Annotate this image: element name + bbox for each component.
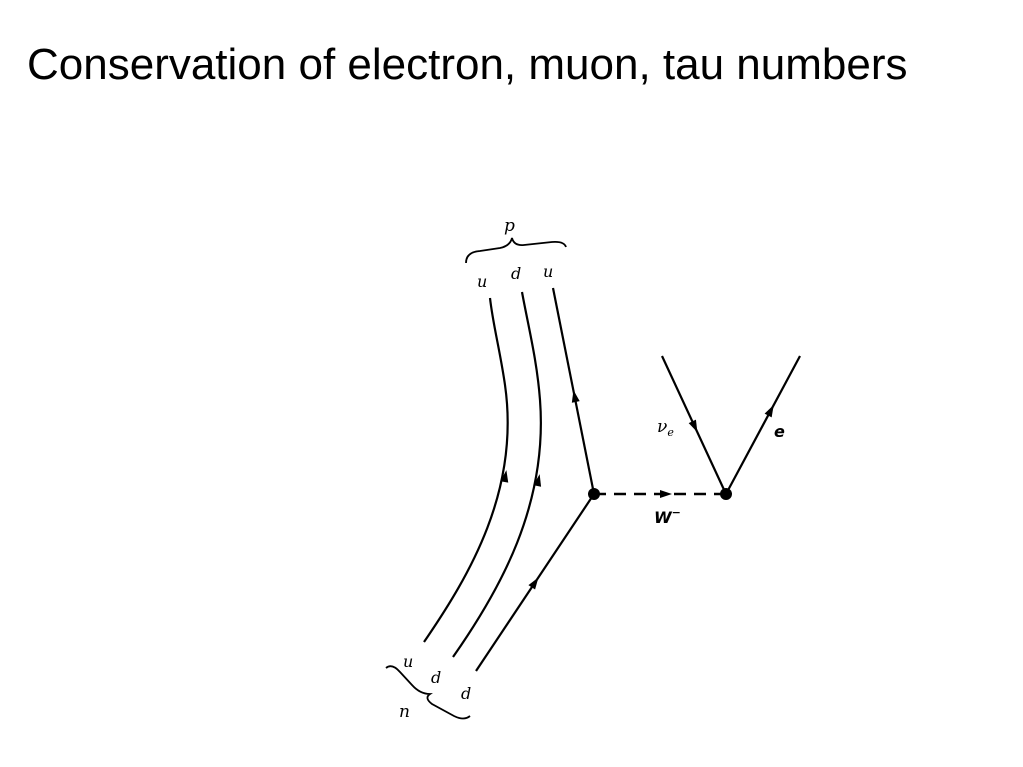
quark-line-u-spectator <box>423 297 509 643</box>
electron-line <box>725 355 801 495</box>
neutrino-subscript: e <box>667 426 674 439</box>
proton-label: p <box>504 216 515 236</box>
neutron-label: n <box>399 702 410 722</box>
proton-quark-label: u <box>543 262 553 281</box>
electron-label: e <box>774 422 785 441</box>
arrowheads <box>500 390 774 590</box>
proton-quark-label: u <box>477 272 487 291</box>
arrow-d-incoming <box>528 577 539 590</box>
arrow-u-outgoing <box>571 390 580 403</box>
arrow-d-spectator <box>533 474 542 487</box>
slide-title: Conservation of electron, muon, tau numb… <box>27 40 908 89</box>
neutron-quark-label: u <box>403 652 413 671</box>
proton-brace <box>465 237 567 264</box>
quark-line-d-spectator <box>452 291 542 658</box>
w-boson-symbol: W <box>654 508 673 527</box>
neutrino-label: νe <box>657 417 674 439</box>
neutron-quark-label: d <box>461 684 471 703</box>
neutrino-symbol: ν <box>657 417 667 437</box>
arrow-neutrino <box>688 419 698 433</box>
arrow-electron <box>764 404 774 418</box>
w-boson-charge: − <box>672 506 681 519</box>
quark-vertex <box>588 488 600 500</box>
arrow-w-boson <box>660 490 672 498</box>
neutron-quark-label: d <box>431 668 441 687</box>
arrow-u-spectator <box>500 470 509 483</box>
proton-quark-label: d <box>511 264 521 283</box>
w-boson-label: W− <box>654 506 681 527</box>
neutron-brace <box>385 665 471 720</box>
lepton-vertex <box>720 488 732 500</box>
